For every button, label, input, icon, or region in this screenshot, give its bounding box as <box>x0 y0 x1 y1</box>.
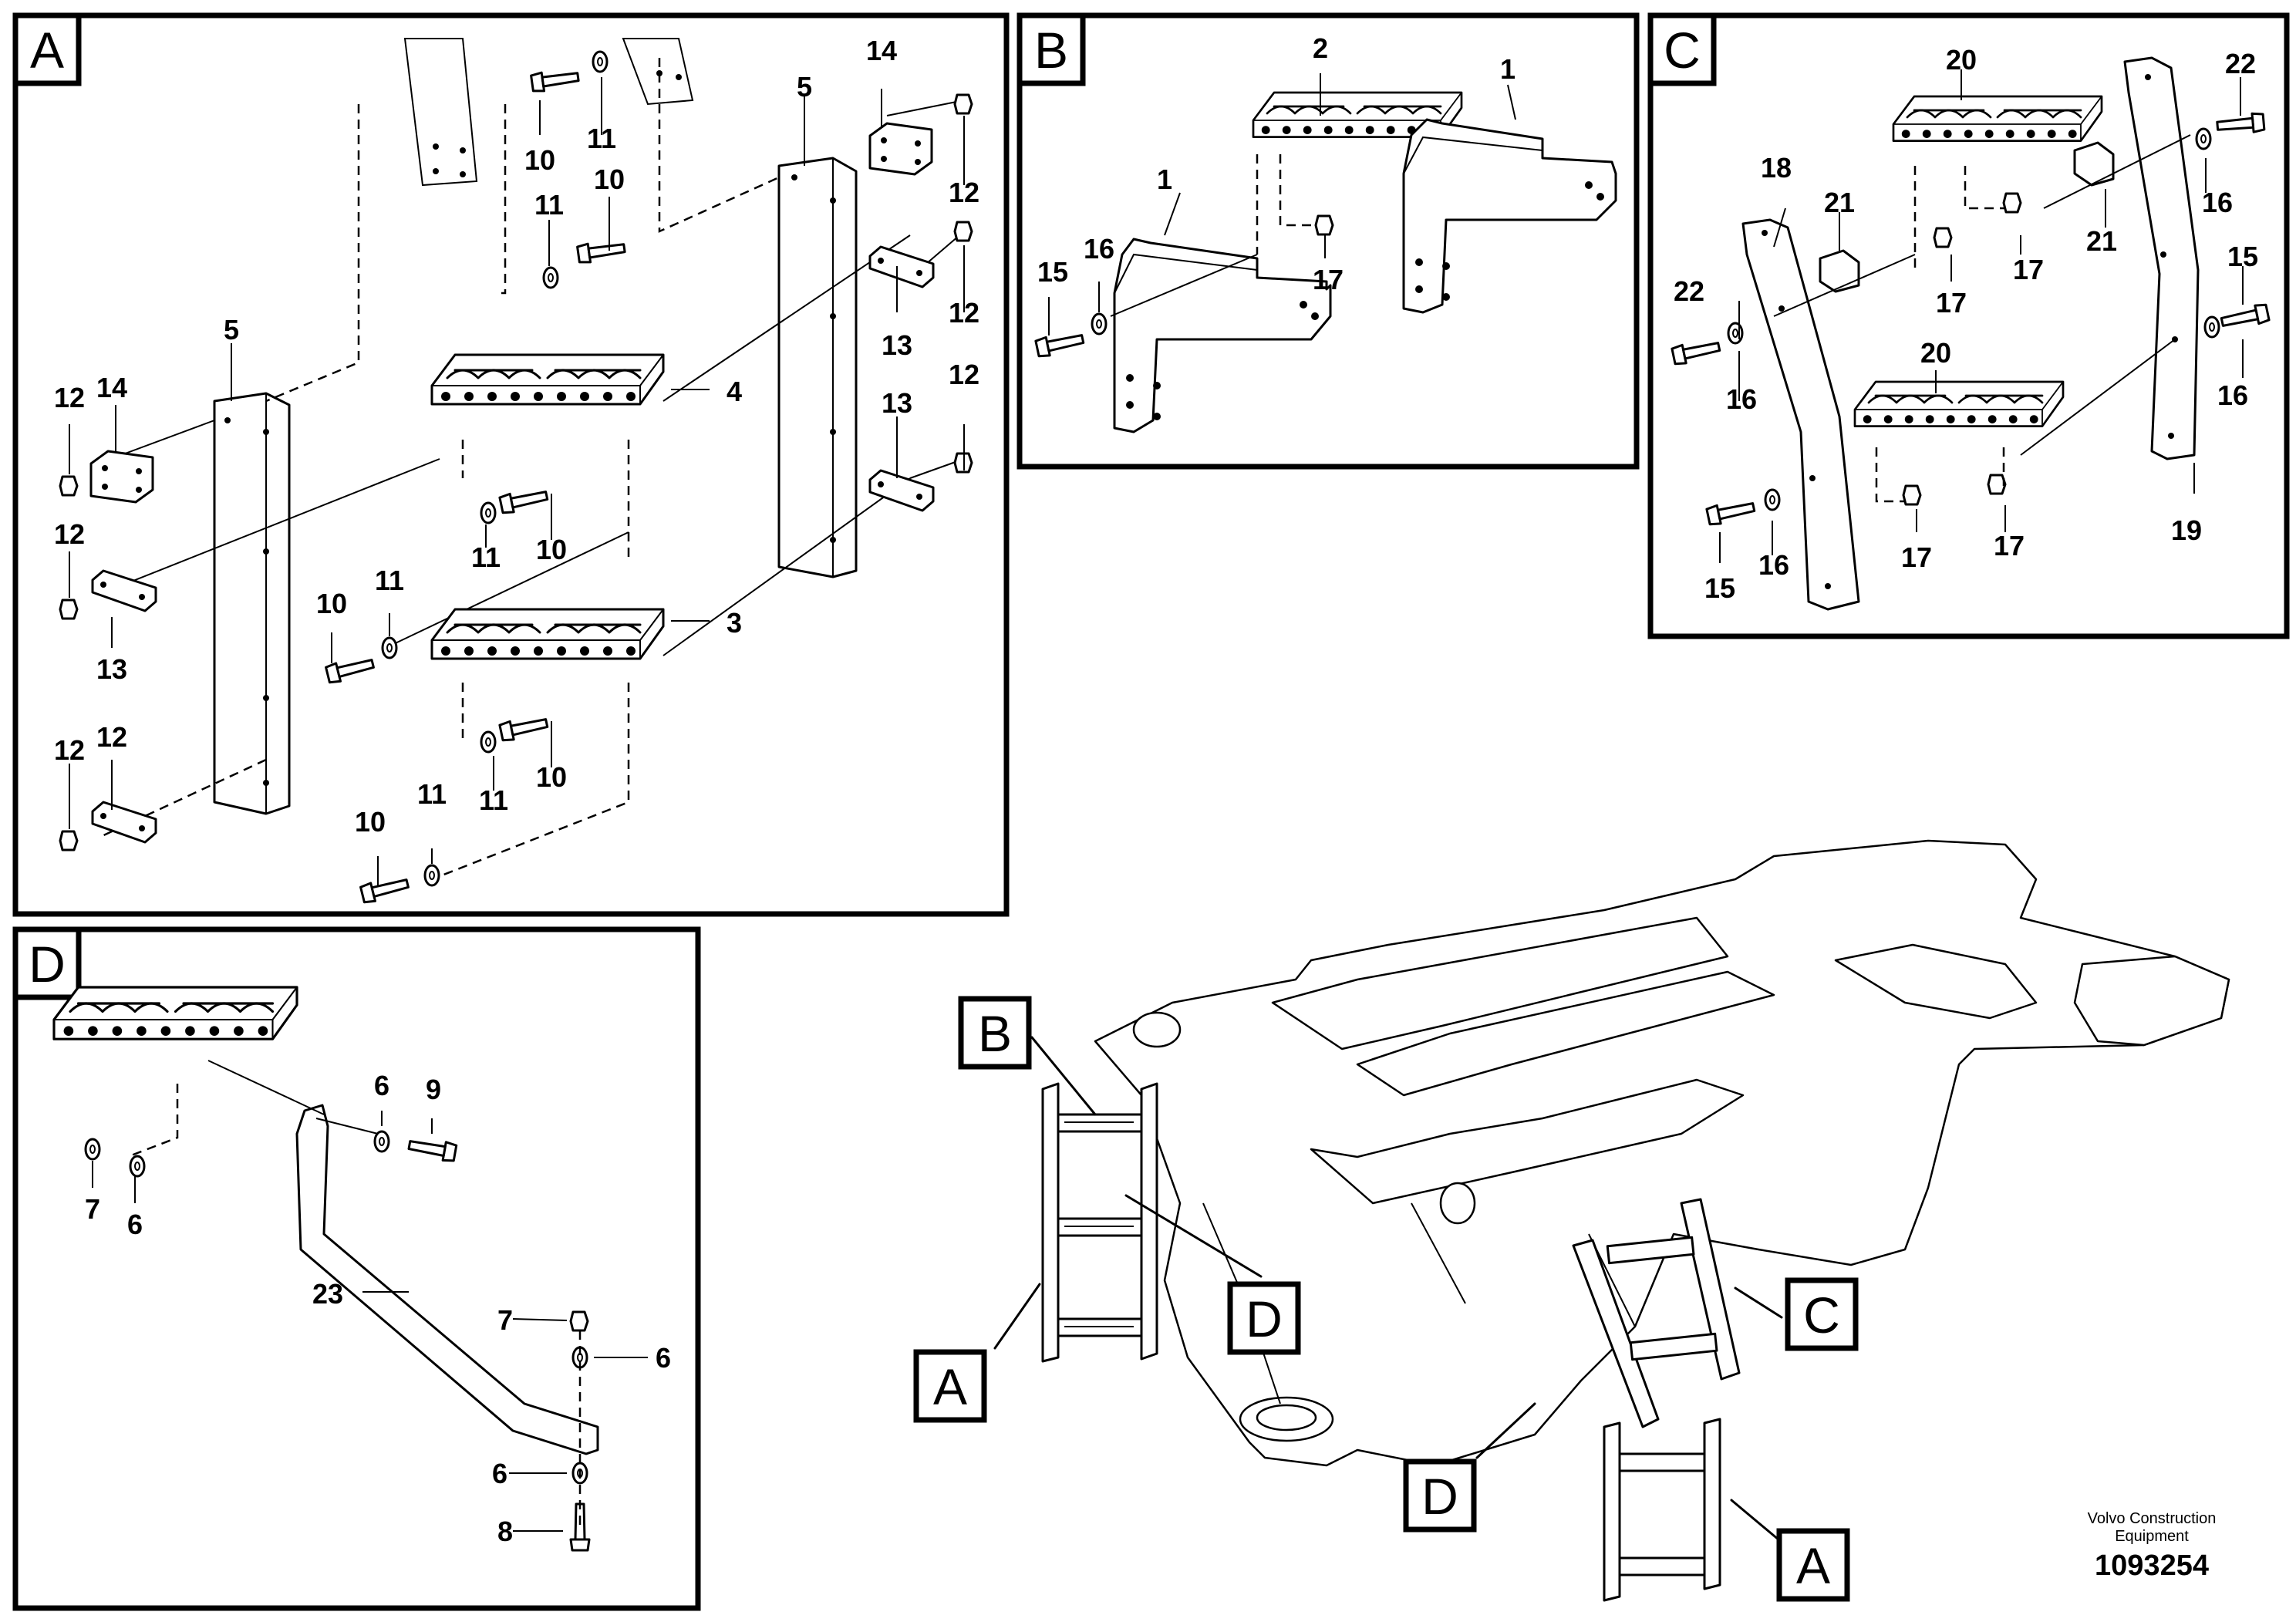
callout-number: 10 <box>536 534 567 565</box>
callout-number: 7 <box>85 1193 100 1225</box>
callout-number: 11 <box>479 784 508 816</box>
callout-number: 20 <box>1946 44 1977 76</box>
panel-letter: B <box>1034 22 1068 79</box>
panel-c-tab: C <box>1647 12 1717 86</box>
panel-b-tab: B <box>1017 12 1086 86</box>
callout-number: 3 <box>727 607 742 639</box>
callout-number: 5 <box>797 71 812 103</box>
panel-d-tab: D <box>12 926 82 1000</box>
callout-number: 16 <box>1084 233 1114 265</box>
callout-number: 14 <box>866 35 897 66</box>
panel-letter: D <box>29 936 66 993</box>
callout-number: 13 <box>882 387 912 419</box>
overview-tag-d-lower: D <box>1403 1458 1477 1533</box>
callout-number: 23 <box>312 1278 343 1310</box>
panel-a-drawing: 10 11 11 10 14 12 5 12 13 12 13 12 5 14 … <box>54 35 979 905</box>
callout-number: 12 <box>949 359 979 390</box>
callout-number: 4 <box>727 376 742 407</box>
callout-number: 21 <box>2086 225 2117 257</box>
callout-number: 16 <box>1758 549 1789 581</box>
callout-number: 10 <box>594 164 625 195</box>
callout-number: 11 <box>587 123 616 154</box>
callout-number: 22 <box>2225 48 2256 79</box>
callout-number: 12 <box>949 177 979 208</box>
overview-tag-letter: D <box>1246 1290 1283 1347</box>
panel-d-drawing: 6 9 7 6 23 7 6 6 8 <box>52 986 671 1552</box>
callout-number: 6 <box>492 1458 507 1489</box>
overview-tag-letter: D <box>1421 1468 1458 1525</box>
callout-number: 21 <box>1824 187 1855 218</box>
callout-number: 10 <box>355 806 386 838</box>
callout-number: 17 <box>1936 287 1967 319</box>
callout-number: 12 <box>949 297 979 329</box>
callout-number: 2 <box>1313 32 1328 64</box>
callout-number: 20 <box>1920 337 1951 369</box>
overview-tag-b: B <box>958 996 1032 1070</box>
callout-number: 14 <box>96 372 127 403</box>
callout-number: 15 <box>2227 241 2258 272</box>
callout-number: 9 <box>426 1074 441 1105</box>
callout-number: 17 <box>1313 264 1344 295</box>
callout-number: 16 <box>1726 383 1757 415</box>
footer-brand: Volvo Construction Equipment 1093254 <box>2088 1510 2217 1582</box>
callout-number: 15 <box>1037 256 1068 288</box>
callout-number: 19 <box>2171 514 2202 546</box>
overview-tag-letter: C <box>1803 1286 1840 1344</box>
callout-number: 10 <box>524 144 555 176</box>
callout-number: 8 <box>497 1516 513 1547</box>
callout-number: 5 <box>224 314 239 346</box>
callout-number: 13 <box>882 329 912 361</box>
panel-letter: A <box>30 22 64 79</box>
callout-number: 22 <box>1674 275 1704 307</box>
overview-tag-letter: A <box>1796 1537 1830 1594</box>
callout-number: 13 <box>96 653 127 685</box>
overview-tag-a-right: A <box>1776 1528 1850 1602</box>
footer-text: Volvo Construction <box>2088 1510 2217 1527</box>
callout-number: 18 <box>1761 152 1792 184</box>
overview-tag-a-left: A <box>913 1349 987 1423</box>
overview-tag-letter: B <box>978 1005 1012 1062</box>
callout-number: 12 <box>54 518 85 550</box>
panel-b-drawing: 2 1 1 16 15 17 <box>1034 32 1617 433</box>
callout-number: 16 <box>2202 187 2233 218</box>
chassis-overview: B D A C D A <box>913 839 2230 1602</box>
callout-number: 6 <box>374 1070 389 1101</box>
footer-text: Equipment <box>2115 1528 2189 1545</box>
callout-number: 17 <box>2013 254 2044 285</box>
callout-number: 6 <box>127 1209 143 1240</box>
callout-number: 6 <box>656 1342 671 1374</box>
callout-number: 11 <box>417 778 447 810</box>
panel-a-frame <box>12 12 1010 917</box>
callout-number: 1 <box>1157 164 1172 195</box>
callout-number: 11 <box>375 565 404 596</box>
callout-number: 17 <box>1901 541 1932 573</box>
footer-text: 1093254 <box>2095 1549 2209 1582</box>
panel-a-tab: A <box>12 12 82 86</box>
callout-number: 7 <box>497 1304 513 1336</box>
callout-number: 12 <box>54 734 85 766</box>
overview-tag-d-upper: D <box>1227 1281 1301 1355</box>
callout-number: 15 <box>1704 572 1735 604</box>
callout-number: 11 <box>534 189 564 221</box>
panel-letter: C <box>1664 22 1701 79</box>
callout-number: 11 <box>471 541 501 573</box>
callout-number: 17 <box>1994 530 2025 561</box>
callout-number: 16 <box>2217 379 2248 411</box>
callout-number: 12 <box>54 382 85 413</box>
panel-c-drawing: 20 22 18 21 16 17 21 17 22 16 15 20 16 1… <box>1671 44 2271 611</box>
callout-number: 10 <box>316 588 347 619</box>
overview-tag-letter: A <box>933 1358 967 1415</box>
callout-number: 10 <box>536 761 567 793</box>
callout-number: 1 <box>1500 53 1515 85</box>
overview-tag-c: C <box>1785 1277 1859 1351</box>
callout-number: 12 <box>96 721 127 753</box>
